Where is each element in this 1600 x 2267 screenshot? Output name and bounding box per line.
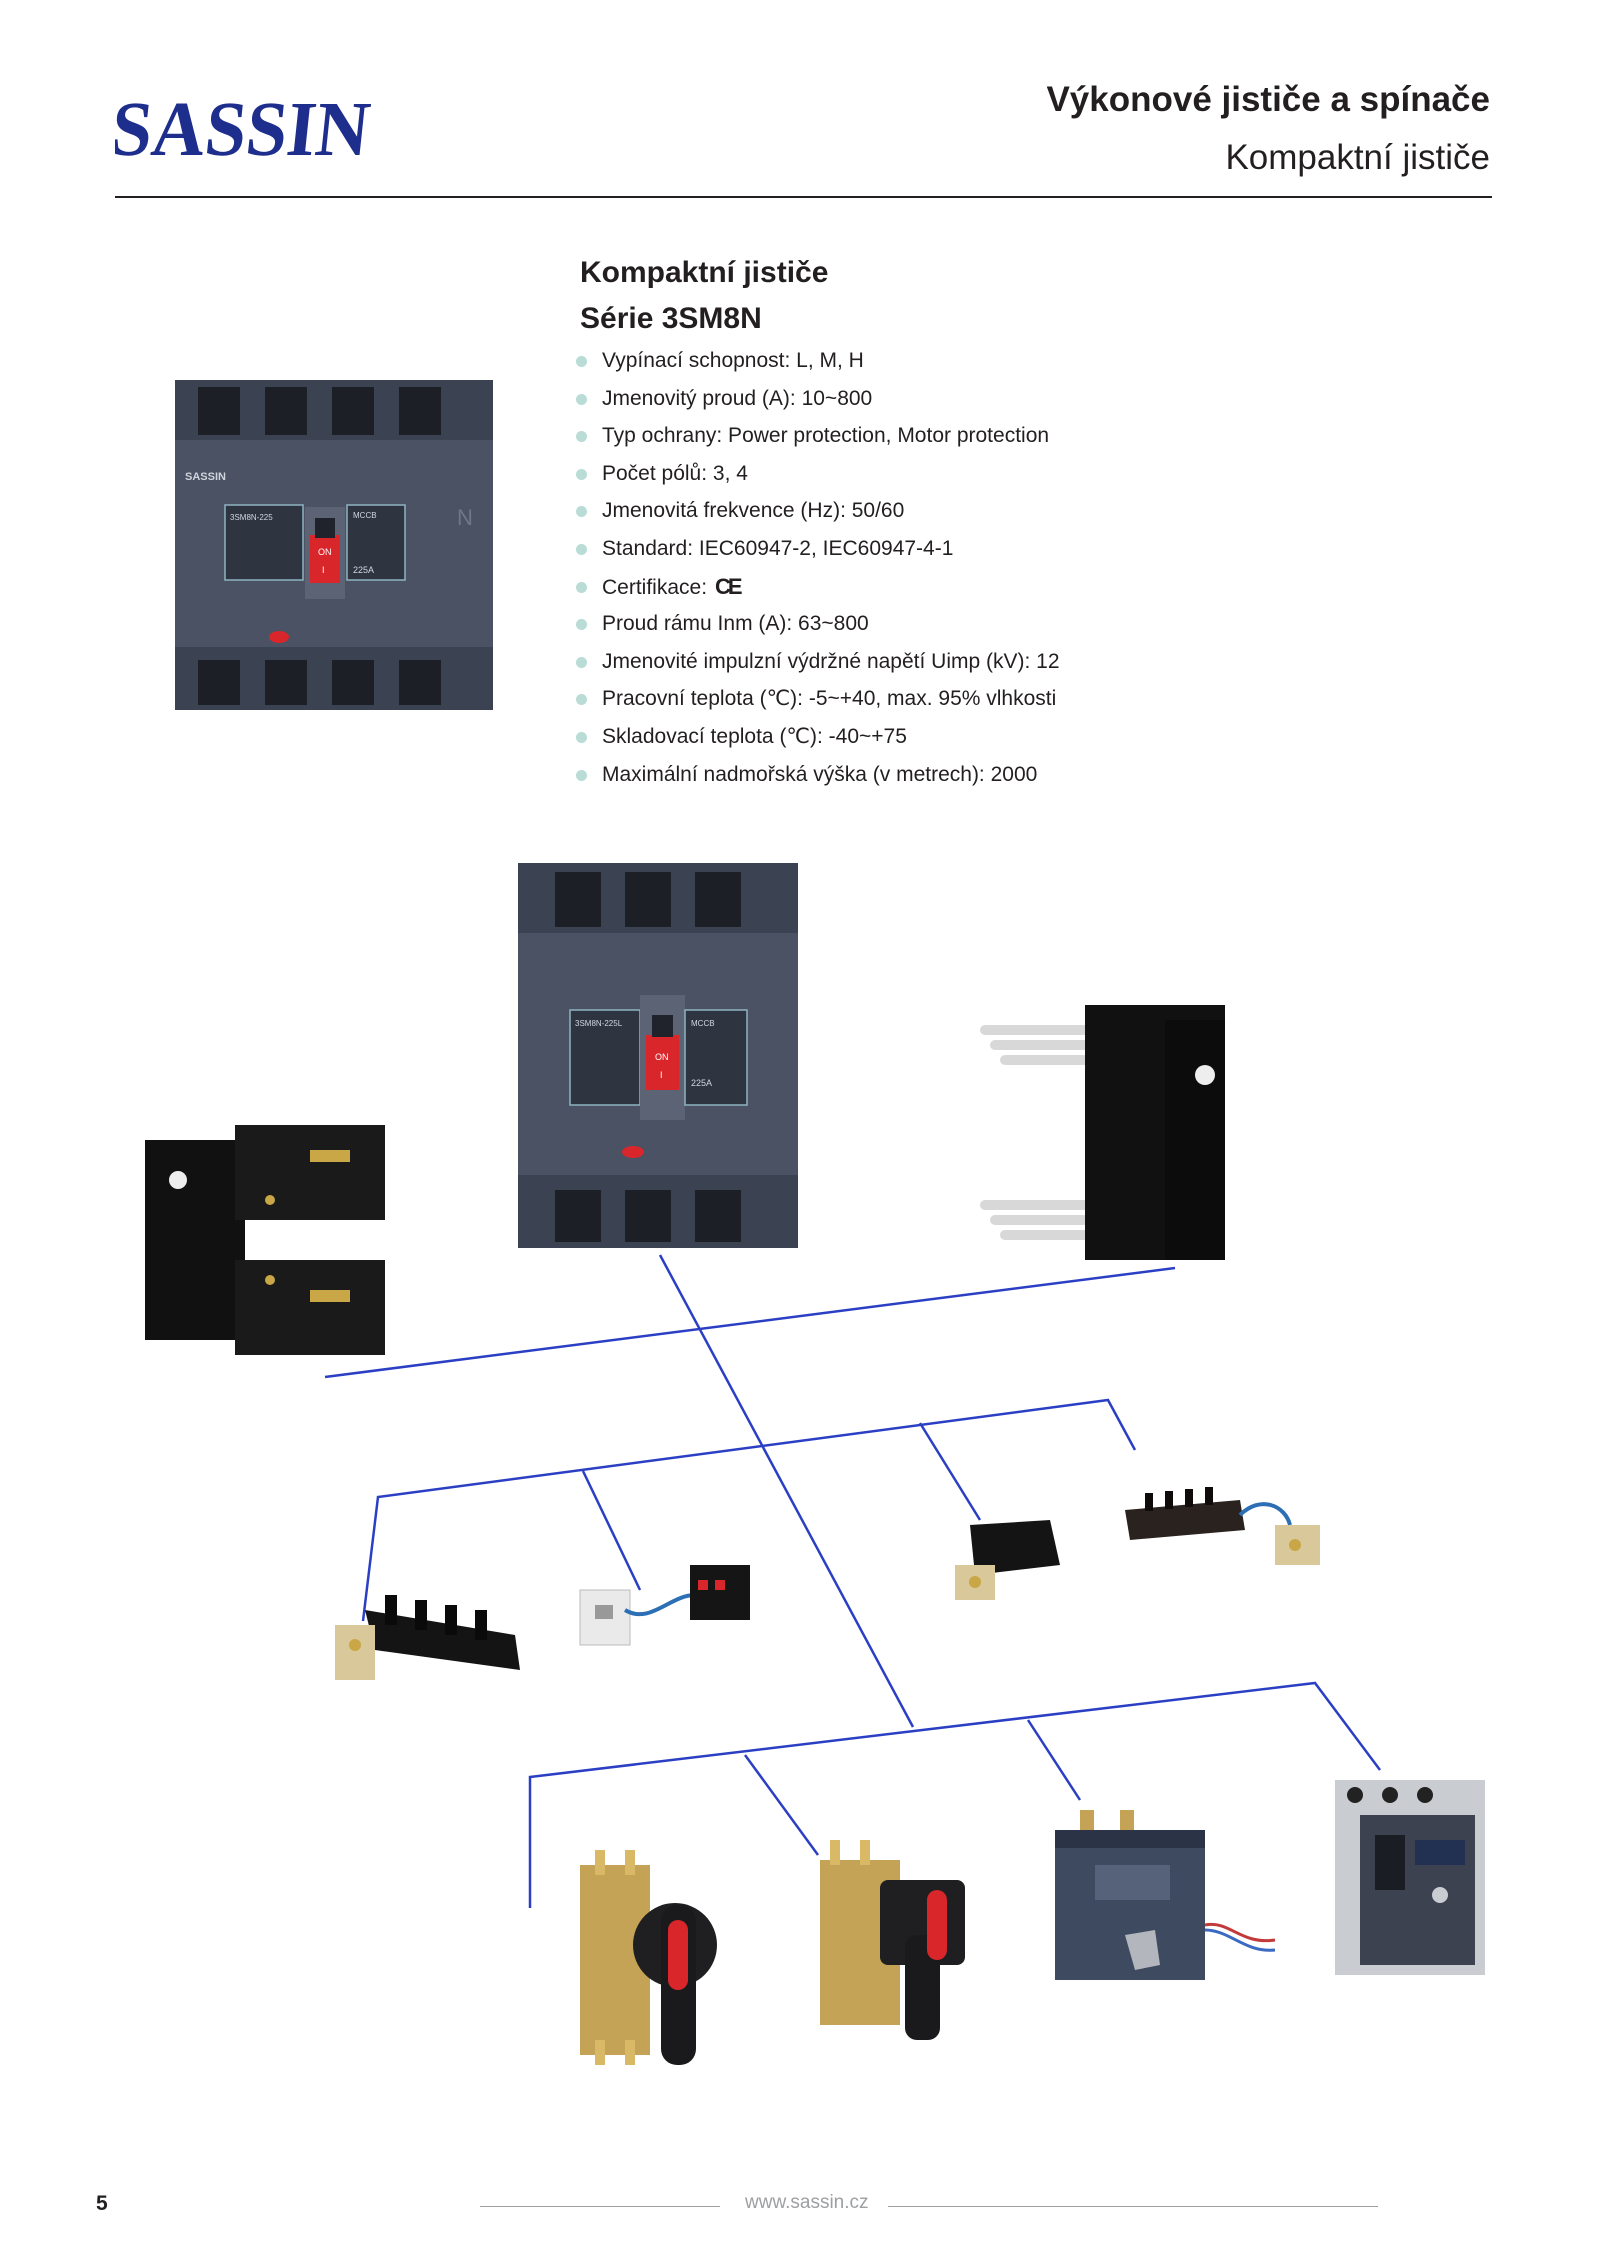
page-number: 5	[96, 2192, 108, 2215]
header-divider	[115, 196, 1492, 198]
spec-item: Typ ochrany: Power protection, Motor pro…	[574, 417, 1060, 455]
page-title: Výkonové jističe a spínače	[1046, 80, 1490, 119]
mccb-label: MCCB	[353, 511, 377, 520]
breaker-model-label: 3SM8N-225L	[575, 1019, 623, 1028]
product-title-line2: Série 3SM8N	[580, 302, 762, 335]
on-label: ON	[318, 547, 332, 557]
plug-in-terminal-image	[980, 1005, 1225, 1260]
bullet-icon	[576, 431, 587, 443]
mccb-label: MCCB	[691, 1019, 715, 1028]
spec-item: Jmenovitá frekvence (Hz): 50/60	[574, 492, 1060, 530]
sassin-logo: SASSIN	[115, 95, 373, 163]
spec-item: Maximální nadmořská výška (v metrech): 2…	[574, 756, 1060, 794]
motor-operator-image	[1055, 1810, 1276, 1980]
undervoltage-release-image	[955, 1520, 1060, 1600]
bullet-icon	[576, 694, 587, 706]
spec-item: Standard: IEC60947-2, IEC60947-4-1	[574, 530, 1060, 568]
product-title: Kompaktní jističe Série 3SM8N	[580, 250, 828, 342]
bullet-icon	[576, 356, 587, 367]
page-subtitle: Kompaktní jističe	[1225, 138, 1490, 177]
product-title-line1: Kompaktní jističe	[580, 256, 829, 289]
spec-item: Jmenovitý proud (A): 10~800	[574, 380, 1060, 418]
spec-item: Jmenovité impulzní výdržné napětí Uimp (…	[574, 643, 1060, 681]
spec-item: Pracovní teplota (℃): -5~+40, max. 95% v…	[574, 680, 1060, 718]
spec-item: Skladovací teplota (℃): -40~+75	[574, 718, 1060, 756]
bullet-icon	[576, 543, 587, 555]
breaker-4pole-image: SASSIN 3SM8N-225 ON I MCCB 225A N	[175, 380, 493, 710]
rotary-handle-direct-image	[580, 1850, 717, 2065]
neutral-mark: N	[457, 505, 473, 530]
bullet-icon	[576, 393, 587, 405]
bullet-icon	[576, 468, 587, 480]
bullet-icon	[576, 656, 587, 668]
rating-label: 225A	[691, 1078, 712, 1088]
spec-item: Proud rámu Inm (A): 63~800	[574, 605, 1060, 643]
on-digit-label: I	[322, 565, 325, 575]
breaker-brand-label: SASSIN	[185, 471, 226, 483]
breaker-model-label: 3SM8N-225	[230, 513, 273, 522]
rotary-handle-extended-image	[820, 1840, 965, 2040]
footer-website-link[interactable]: www.sassin.cz	[745, 2192, 869, 2213]
spec-list: Vypínací schopnost: L, M, H Jmenovitý pr…	[574, 342, 1060, 793]
on-label: ON	[655, 1052, 669, 1062]
spec-item: Vypínací schopnost: L, M, H	[574, 342, 1060, 380]
rear-connector-image	[145, 1125, 385, 1355]
bullet-icon	[576, 581, 587, 593]
terminal-block-image	[1125, 1487, 1320, 1565]
auxiliary-contact-image	[335, 1595, 520, 1680]
ce-mark-icon: CE	[715, 573, 743, 599]
footer-divider-left	[480, 2206, 720, 2207]
bullet-icon	[576, 619, 587, 631]
on-digit-label: I	[660, 1070, 663, 1080]
footer-divider-right	[888, 2206, 1378, 2207]
bullet-icon	[576, 731, 587, 743]
logo-text: SASSIN	[115, 95, 373, 163]
electronic-breaker-image	[1335, 1780, 1485, 1975]
rating-label: 225A	[353, 565, 374, 575]
bullet-icon	[576, 769, 587, 781]
bullet-icon	[576, 506, 587, 518]
breaker-3pole-image: 3SM8N-225L ON I MCCB 225A	[518, 863, 798, 1248]
shunt-release-image	[579, 1565, 750, 1646]
spec-item: Počet pólů: 3, 4	[574, 455, 1060, 493]
spec-item: Certifikace:CE	[574, 568, 1060, 606]
